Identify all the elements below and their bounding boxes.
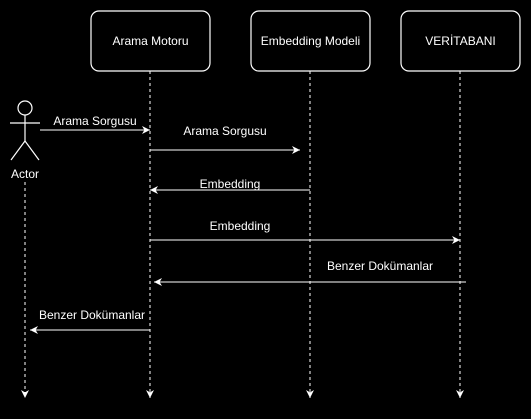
participant-embedding-modeli: Embedding Modeli (250, 10, 371, 72)
participant-label: Arama Motoru (112, 34, 188, 48)
message-5: Benzer Dokümanlar (154, 259, 466, 286)
message-label: Embedding (210, 219, 271, 233)
participant-arama-motoru: Arama Motoru (90, 10, 211, 72)
message-4: Embedding (150, 219, 460, 244)
actor-right-leg (24, 140, 40, 161)
actor-left-leg (10, 140, 26, 161)
message-1: Arama Sorgusu (40, 114, 150, 134)
message-6: Benzer Dokümanlar (30, 308, 150, 334)
participant-label: Embedding Modeli (261, 34, 360, 48)
message-label: Benzer Dokümanlar (327, 259, 433, 273)
participant-veritabani: VERİTABANI (400, 10, 521, 72)
actor-label: Actor (11, 167, 39, 181)
message-label: Embedding (200, 177, 261, 191)
actor: Actor (10, 100, 40, 181)
message-2: Arama Sorgusu (150, 124, 300, 154)
message-label: Benzer Dokümanlar (39, 308, 145, 322)
message-label: Arama Sorgusu (53, 114, 136, 128)
participant-label: VERİTABANI (425, 34, 495, 48)
message-label: Arama Sorgusu (183, 124, 266, 138)
actor-head (17, 100, 33, 116)
message-3: Embedding (150, 177, 310, 194)
